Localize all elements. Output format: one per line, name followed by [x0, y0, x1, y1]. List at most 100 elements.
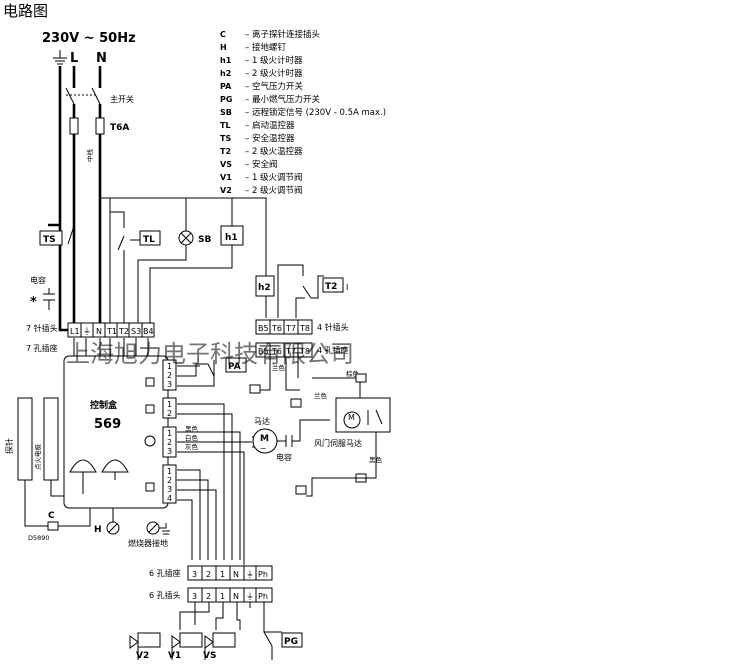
- plug7-pin: ⏚: [83, 327, 91, 336]
- legend-key: V2: [220, 186, 232, 195]
- ignition-label: 点火电极: [33, 444, 42, 471]
- ignition-electrode: [43, 397, 59, 481]
- connector-symbol: [355, 373, 367, 383]
- control-block-pin: 1: [167, 467, 172, 476]
- servo-box: [335, 397, 391, 433]
- T2-box: [322, 277, 344, 293]
- T2-wire2: [311, 275, 324, 299]
- legend-desc: – 离子探针连接插头: [245, 29, 320, 40]
- h1-box: [220, 225, 244, 246]
- legend-desc: – 远程锁定信号 (230V - 0.5A max.): [245, 107, 386, 118]
- plug4: B5 T6 T7 T8: [255, 319, 313, 335]
- legend: C– 离子探针连接插头 H– 接地螺钉 h1– 1 级火计时器 h2– 2 级火…: [220, 29, 386, 196]
- h1-label: h1: [225, 233, 238, 243]
- legend-key: h1: [220, 56, 232, 65]
- legend-item: PG– 最小燃气压力开关: [220, 94, 320, 105]
- motor-cap-label: 电容: [276, 452, 292, 462]
- legend-key: PA: [220, 82, 232, 91]
- relay-mark: [145, 377, 155, 387]
- legend-key: T2: [220, 147, 231, 156]
- main-switch-label: 主开关: [110, 94, 134, 104]
- socket6-pin: Ph: [258, 570, 268, 579]
- plug6-pin: 1: [220, 592, 225, 601]
- drawing-code: D5890: [28, 534, 50, 542]
- motor-label: 马达: [254, 416, 270, 426]
- control-block-3: 1 2 3: [162, 426, 177, 458]
- wire-color-white: 白色: [185, 433, 199, 442]
- legend-item: PA– 空气压力开关: [220, 81, 303, 92]
- plug4-pin: B5: [258, 324, 269, 333]
- control-box-bell: [69, 459, 97, 473]
- plug7-pin: T1: [106, 327, 117, 336]
- capacitor-mark: *: [30, 295, 37, 310]
- legend-item: h1– 1 级火计时器: [220, 55, 303, 66]
- servo-motor: [343, 411, 361, 429]
- capacitor-left-label: 电容: [30, 275, 46, 285]
- PG-switch: [263, 631, 273, 660]
- fuse-L: [69, 117, 79, 135]
- T2-mark: I: [346, 283, 348, 292]
- socket7-label: 7 孔插座: [26, 343, 58, 353]
- legend-key: h2: [220, 69, 231, 78]
- C-wire: [58, 508, 91, 527]
- TL-switch: [117, 235, 125, 251]
- PG-box: [281, 632, 303, 648]
- motor-cap-wire: [277, 419, 330, 442]
- bus-L-top: [100, 197, 267, 205]
- control-block-pin: 3: [167, 380, 172, 389]
- SB-label: SB: [198, 235, 211, 245]
- TS-box: [39, 230, 63, 246]
- control-block-4: 1 2 3 4: [162, 464, 177, 504]
- servo-switch: [367, 409, 383, 425]
- h2-label: h2: [258, 283, 271, 293]
- socket4-pin: T8: [299, 347, 310, 356]
- valve-V2: [129, 632, 161, 649]
- PA-wire: [177, 360, 215, 387]
- probe-label: 探针: [4, 438, 14, 454]
- relay-mark: [145, 404, 155, 414]
- servo-motor-glyph: M: [348, 413, 355, 422]
- h1-wire: [149, 198, 233, 336]
- legend-desc: – 1 级火调节阀: [245, 172, 303, 183]
- watermark: 上海旭力电子科技有限公司: [66, 340, 354, 368]
- line-N-label: N: [96, 51, 107, 66]
- control-block-pin: 4: [167, 494, 172, 503]
- servo-wire-down: [306, 432, 377, 497]
- legend-key: TS: [220, 134, 231, 143]
- socket6-pin: ⏚: [246, 570, 254, 579]
- legend-desc: – 启动温控器: [245, 120, 295, 131]
- legend-item: SB – 远程锁定信号 (230V - 0.5A max.): [220, 107, 386, 118]
- H-slot: [108, 508, 118, 533]
- socket6-pin: 3: [192, 570, 197, 579]
- T2-wire: [295, 297, 305, 318]
- main-switch: [65, 87, 101, 105]
- plug6-pin: 2: [206, 592, 211, 601]
- socket6-pin: 1: [220, 570, 225, 579]
- T2-feed: [277, 264, 304, 318]
- control-block-1: 1 2 3: [162, 359, 177, 391]
- probe-wire: [24, 480, 64, 527]
- V2-label: V2: [136, 651, 149, 661]
- plug6-label: 6 孔插头: [149, 590, 181, 600]
- bus-TL-feed: [110, 211, 125, 228]
- legend-key: TL: [220, 121, 231, 130]
- capacitor-left: [43, 288, 55, 310]
- C-label: C: [48, 511, 55, 521]
- legend-key: H: [220, 43, 227, 52]
- legend-item: TL – 启动温控器: [220, 120, 295, 131]
- control-block-2: 1 2: [162, 397, 177, 419]
- wire-color-brown: 棕色: [346, 369, 360, 378]
- TS-switch: [67, 225, 75, 245]
- socket6: 3 2 1 N ⏚ Ph: [187, 565, 273, 581]
- legend-desc: – 2 级火温控器: [245, 146, 303, 157]
- line-L-label: L: [70, 51, 78, 66]
- SB-wire: [137, 198, 187, 336]
- plug6-pin: 3: [192, 592, 197, 601]
- socket4: B5 T6 T7 T8: [255, 342, 313, 358]
- legend-key: SB: [220, 108, 232, 117]
- h2-box: [255, 275, 275, 297]
- plug7-pin: N: [96, 327, 102, 336]
- socket4-pin: T7: [285, 347, 296, 356]
- plug6-pin: Ph: [258, 592, 268, 601]
- control-block-pin: 3: [167, 485, 172, 494]
